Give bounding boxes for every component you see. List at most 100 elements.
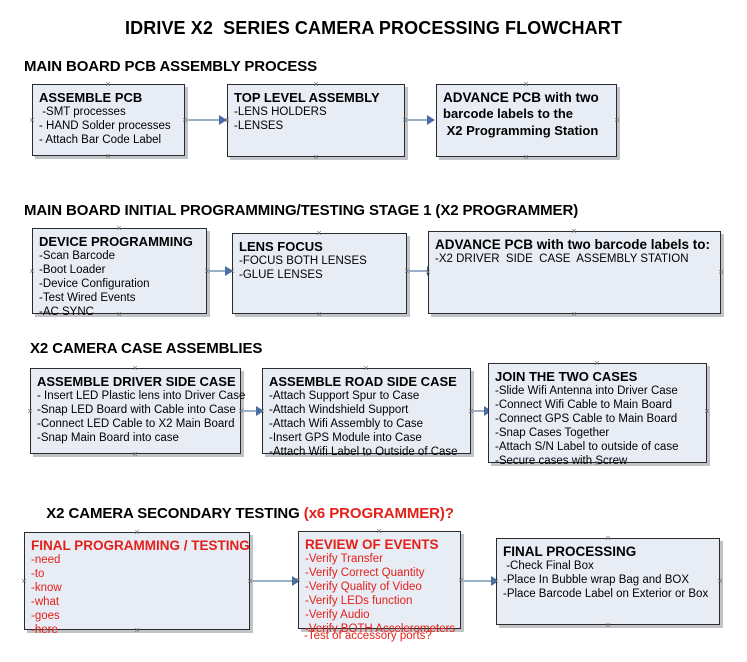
node-title: ADVANCE PCB with two [443, 90, 599, 105]
connection-handle-top[interactable] [116, 225, 123, 232]
connection-handle-top[interactable] [363, 365, 370, 372]
connection-handle-bottom[interactable] [313, 154, 320, 161]
connection-handle-left[interactable] [295, 577, 302, 584]
connection-handle-bottom[interactable] [605, 622, 612, 629]
connection-handle-bottom[interactable] [132, 451, 139, 458]
connection-handle-bottom[interactable] [316, 311, 323, 318]
node-title: LENS FOCUS [239, 239, 323, 254]
node-line: -Test Wired Events [39, 292, 136, 304]
connector-final-programming-to-review-events [251, 580, 295, 582]
node-final-processing[interactable]: FINAL PROCESSING -Check Final Box -Place… [496, 538, 720, 625]
node-line: -Scan Barcode [39, 250, 116, 262]
node-line: -SMT processes [39, 106, 126, 118]
connection-handle-left[interactable] [29, 117, 36, 124]
node-advance-pcb-driver-side-case[interactable]: ADVANCE PCB with two barcode labels to: … [428, 231, 721, 314]
node-line: -Snap LED Board with Cable into Case [37, 404, 236, 416]
node-line: -Attach Support Spur to Case [269, 390, 420, 402]
connection-handle-top[interactable] [132, 365, 139, 372]
node-final-programming-testing[interactable]: FINAL PROGRAMMING / TESTING -need -to -k… [24, 532, 250, 636]
node-overflow-line-review-of-events: -Test of accessory ports? [304, 630, 432, 642]
connection-handle-top[interactable] [523, 81, 530, 88]
node-line: -Connect Wifi Cable to Main Board [495, 399, 673, 411]
node-line: -goes [31, 610, 60, 622]
connection-handle-top[interactable] [605, 535, 612, 542]
node-title: FINAL PROGRAMMING / TESTING [31, 538, 250, 553]
connection-handle-bottom[interactable] [363, 451, 370, 458]
connection-handle-top[interactable] [134, 529, 141, 536]
node-assemble-driver-side-case[interactable]: ASSEMBLE DRIVER SIDE CASE - Insert LED P… [30, 368, 245, 454]
connection-handle-right[interactable] [614, 117, 621, 124]
arrowhead-icon [427, 115, 435, 125]
connection-handle-left[interactable] [425, 269, 432, 276]
node-line: -what [31, 596, 60, 608]
node-line: -Insert GPS Module into Case [269, 432, 422, 444]
node-line: X2 Programming Station [443, 123, 599, 138]
node-advance-pcb-programming-station[interactable]: ADVANCE PCB with two barcode labels to t… [436, 84, 617, 157]
node-line: -here [31, 624, 58, 636]
node-line: -Verify Correct Quantity [305, 567, 425, 579]
node-title: ASSEMBLE ROAD SIDE CASE [269, 374, 457, 389]
connection-handle-right[interactable] [704, 408, 711, 415]
connector-assemble-pcb-to-top-level [186, 119, 222, 121]
connection-handle-top[interactable] [571, 228, 578, 235]
node-line: -Place In Bubble wrap Bag and BOX [503, 574, 690, 586]
connection-handle-bottom[interactable] [571, 311, 578, 318]
node-line: -FOCUS BOTH LENSES [239, 255, 367, 267]
node-lens-focus[interactable]: LENS FOCUS -FOCUS BOTH LENSES -GLUE LENS… [232, 233, 407, 314]
node-line: -GLUE LENSES [239, 269, 323, 281]
node-line: barcode labels to the [443, 106, 574, 121]
connection-handle-bottom[interactable] [376, 626, 383, 633]
connection-handle-top[interactable] [594, 360, 601, 367]
connection-handle-left[interactable] [21, 578, 28, 585]
node-line: -Slide Wifi Antenna into Driver Case [495, 385, 678, 397]
connection-handle-bottom[interactable] [134, 627, 141, 634]
connection-handle-bottom[interactable] [116, 311, 123, 318]
node-title: TOP LEVEL ASSEMBLY [234, 90, 380, 105]
node-title: ASSEMBLE DRIVER SIDE CASE [37, 374, 236, 389]
node-line: -Verify LEDs function [305, 595, 413, 607]
node-title: JOIN THE TWO CASES [495, 369, 638, 384]
node-line: -Verify BOTH Accelerometers [305, 623, 456, 635]
section-heading-main-board-pcb-assembly: MAIN BOARD PCB ASSEMBLY PROCESS [24, 58, 318, 75]
connection-handle-bottom[interactable] [105, 153, 112, 160]
connection-handle-left[interactable] [229, 268, 236, 275]
connector-road-case-to-join-cases [472, 410, 487, 412]
node-line: -Snap Main Board into case [37, 432, 179, 444]
connection-handle-top[interactable] [105, 81, 112, 88]
node-assemble-pcb[interactable]: ASSEMBLE PCB -SMT processes - HAND Solde… [32, 84, 185, 156]
node-title: ADVANCE PCB with two barcode labels to: [435, 237, 711, 252]
connection-handle-top[interactable] [313, 81, 320, 88]
page-title: IDRIVE X2 SERIES CAMERA PROCESSING FLOWC… [125, 18, 622, 38]
connection-handle-bottom[interactable] [594, 460, 601, 467]
node-line: -Attach Windshield Support [269, 404, 409, 416]
connection-handle-left[interactable] [493, 578, 500, 585]
connection-handle-top[interactable] [376, 528, 383, 535]
node-top-level-assembly[interactable]: TOP LEVEL ASSEMBLY -LENS HOLDERS -LENSES [227, 84, 405, 157]
node-device-programming[interactable]: DEVICE PROGRAMMING -Scan Barcode -Boot L… [32, 228, 207, 318]
section-heading-accent: (x6 PROGRAMMER)? [303, 505, 454, 522]
node-line: -Attach Wifi Assembly to Case [269, 418, 424, 430]
connector-device-programming-to-lens-focus [208, 270, 228, 272]
connection-handle-right[interactable] [717, 578, 724, 585]
node-line: -LENSES [234, 120, 284, 132]
connection-handle-bottom[interactable] [523, 154, 530, 161]
node-line: -Connect LED Cable to X2 Main Board [37, 418, 235, 430]
connector-driver-case-to-road-case [242, 410, 260, 412]
node-assemble-road-side-case[interactable]: ASSEMBLE ROAD SIDE CASE -Attach Support … [262, 368, 471, 458]
section-heading-main-board-initial-programming: MAIN BOARD INITIAL PROGRAMMING/TESTING S… [24, 202, 579, 219]
node-line: -Verify Audio [305, 609, 370, 621]
connection-handle-left[interactable] [27, 408, 34, 415]
connection-handle-top[interactable] [316, 230, 323, 237]
node-title: FINAL PROCESSING [503, 544, 637, 559]
section-heading-x2-camera-case-assemblies: X2 CAMERA CASE ASSEMBLIES [30, 340, 263, 357]
node-line: -Secure cases with Screw [495, 455, 628, 467]
node-title: ASSEMBLE PCB [39, 90, 143, 105]
node-line: -to [31, 568, 45, 580]
node-title: REVIEW OF EVENTS [305, 537, 439, 552]
connection-handle-left[interactable] [29, 268, 36, 275]
connection-handle-left[interactable] [224, 117, 231, 124]
node-join-the-two-cases[interactable]: JOIN THE TWO CASES -Slide Wifi Antenna i… [488, 363, 707, 467]
node-review-of-events[interactable]: REVIEW OF EVENTS -Verify Transfer -Verif… [298, 531, 461, 635]
connection-handle-left[interactable] [259, 408, 266, 415]
connection-handle-right[interactable] [718, 269, 725, 276]
